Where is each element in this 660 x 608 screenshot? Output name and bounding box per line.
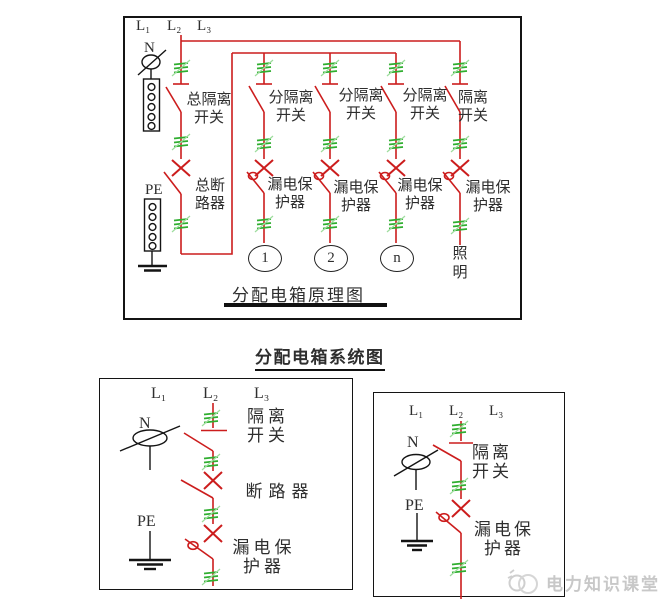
neutral-label: N: [144, 40, 155, 56]
phase-label-l3: L₃: [254, 385, 270, 402]
label-line: 护器: [274, 195, 305, 211]
load-circle-2: 2: [314, 245, 348, 272]
system-diagram-title: 分配电箱系统图: [255, 343, 385, 371]
phase-label-l2: L₂: [449, 403, 464, 419]
caption-underline: [224, 303, 387, 307]
pe-label: PE: [137, 513, 156, 530]
phase-label-l2: L₂: [167, 18, 182, 34]
phase-label-l3: L₃: [197, 18, 212, 34]
label-line: 开关: [409, 106, 440, 122]
branch-switch-label: 分隔离 开关: [334, 87, 388, 123]
phase-label-l1: L₁: [151, 385, 167, 402]
breaker-label: 断路器: [238, 482, 322, 501]
branch-device-label: 漏电保 护器: [328, 179, 384, 215]
label-line: 开关: [247, 426, 289, 445]
label-line: 护器: [484, 539, 524, 558]
label-line: 护器: [404, 196, 435, 212]
neutral-label: N: [407, 434, 419, 451]
watermark: 电力知识课堂: [504, 567, 660, 597]
label-line: 分隔离: [402, 88, 448, 104]
brand-logo-icon: [507, 569, 538, 594]
load-number: 1: [261, 250, 269, 266]
branch-device-label: 漏电保 护器: [460, 179, 516, 215]
label-line: 分隔离: [338, 88, 384, 104]
label-line: 护器: [472, 198, 503, 214]
label-line: 开关: [472, 462, 512, 481]
isolator-label: 隔离 开关: [462, 443, 522, 481]
label-line: 漏电保: [397, 178, 443, 194]
rcd-label: 漏电保 护器: [464, 520, 544, 558]
principle-caption: 分配电箱原理图: [232, 286, 365, 305]
load-circle-1: 1: [248, 245, 282, 272]
pe-label: PE: [145, 182, 163, 198]
label-line: 隔离: [472, 443, 512, 462]
label-line: 开关: [345, 106, 376, 122]
principle-diagram-frame: [123, 16, 522, 320]
label-line: 漏电保: [333, 180, 379, 196]
label-line: 护器: [243, 557, 285, 576]
branch-switch-label: 总隔离 开关: [183, 91, 235, 127]
label-line: 明: [452, 265, 468, 281]
phase-label-l2: L₂: [203, 385, 219, 402]
rcd-label: 漏电保 护器: [222, 538, 306, 576]
branch-switch-label: 隔离 开关: [450, 89, 496, 125]
branch-switch-label: 分隔离 开关: [398, 87, 452, 123]
label-line: 断路器: [245, 482, 315, 501]
branch-switch-label: 分隔离 开关: [264, 89, 318, 125]
load-number: n: [393, 250, 401, 266]
branch-device-label: 漏电保 护器: [392, 177, 448, 213]
label-line: 漏电保: [465, 180, 511, 196]
label-line: 路器: [194, 196, 225, 212]
lighting-label: 照 明: [451, 245, 469, 283]
load-number: 2: [327, 250, 335, 266]
label-line: 开关: [275, 108, 306, 124]
label-line: 护器: [340, 198, 371, 214]
label-line: 分隔离: [268, 90, 314, 106]
label-line: 照: [452, 246, 468, 262]
isolator-label: 隔离 开关: [232, 407, 304, 445]
watermark-text: 电力知识课堂: [546, 574, 660, 594]
label-line: 开关: [193, 110, 224, 126]
label-line: 总隔离: [186, 92, 232, 108]
neutral-label: N: [139, 415, 151, 432]
label-line: 开关: [457, 108, 488, 124]
label-line: 隔离: [247, 407, 289, 426]
system-left-frame: [99, 378, 353, 590]
label-line: 漏电保: [232, 538, 296, 557]
load-circle-n: n: [380, 245, 414, 272]
label-line: 隔离: [457, 90, 488, 106]
phase-label-l3: L₃: [489, 403, 504, 419]
label-line: 漏电保: [267, 177, 313, 193]
label-line: 总断: [194, 178, 225, 194]
pe-label: PE: [405, 497, 424, 514]
system-right-frame: [373, 392, 565, 597]
branch-device-label: 总断 路器: [186, 177, 234, 213]
phase-label-l1: L₁: [409, 403, 424, 419]
label-line: 漏电保: [474, 520, 534, 539]
branch-device-label: 漏电保 护器: [262, 176, 318, 212]
phase-label-l1: L₁: [136, 18, 151, 34]
